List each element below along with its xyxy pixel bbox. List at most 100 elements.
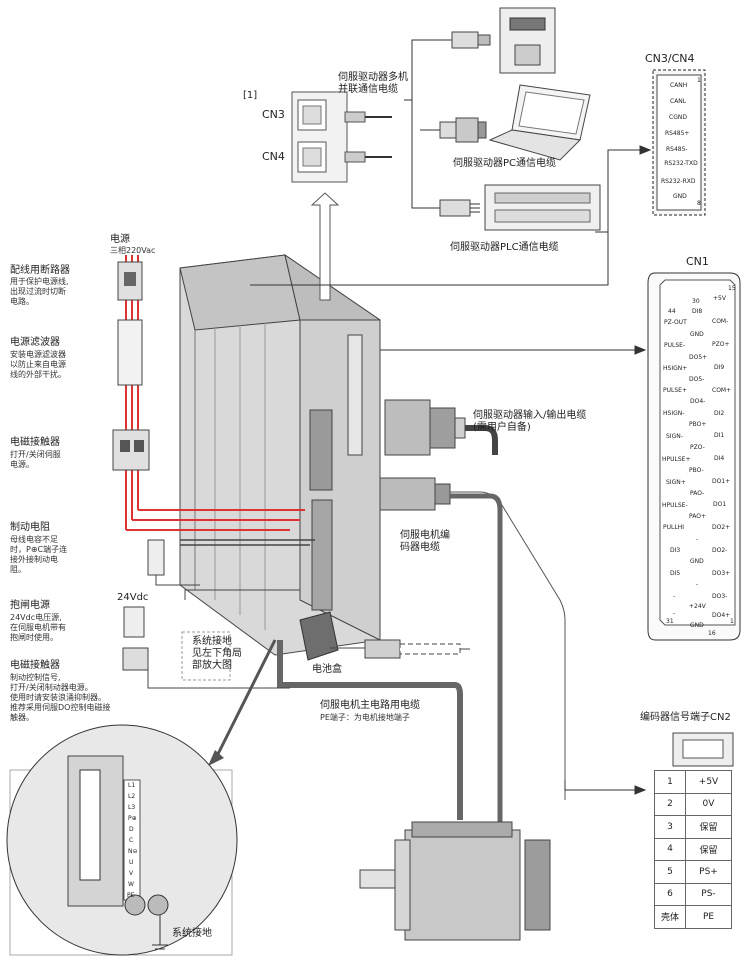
cn1-pin-mid: - [696,581,699,588]
plc-unit [484,184,601,231]
plc-plug [439,199,480,217]
cn1-pin-mid: PBO+ [689,421,707,428]
brake-power-source [122,589,300,689]
cn1-marker: 15 [728,285,736,292]
rj45-plug [451,31,491,49]
cn2-title: 编码器信号端子CN2 [640,712,731,723]
cn1-pin-left: PULLHI [663,524,684,531]
cn1-pin-left: PZ-OUT [664,319,687,326]
terminal-label: PE [127,892,135,899]
cn3-label: CN3 [262,108,285,121]
cn1-marker: 44 [668,308,676,315]
cn1-pin-left: HSIGN+ [663,365,688,372]
cn3-pin: CGND [669,114,687,121]
terminal-label: D [129,826,134,833]
cn1-pin-right: PZO+ [712,341,730,348]
cn1-title: CN1 [686,255,709,268]
cn1-pin-right: DO2- [712,547,728,554]
servo-motor [359,821,551,941]
encoder-connector [379,477,451,511]
brake-power-title: 抱闸电源 [10,600,50,611]
cn1-pin-mid: DO5- [689,376,705,383]
breaker-desc: 用于保护电源线, 出现过流时切断 电路。 [10,277,69,306]
battery-box-label: 电池盒 [312,664,342,675]
breaker-title: 配线用断路器 [10,265,70,276]
cn2-socket [672,732,734,767]
terminal-label: L3 [128,804,136,811]
db9-plug [439,117,487,143]
terminal-label: W [128,881,134,888]
filter-title: 电源滤波器 [10,337,60,348]
terminal-label: C [129,837,134,844]
cn1-pin-mid: PZO- [690,444,705,451]
cn1-pin-left: DI3 [670,547,681,554]
brake-res-desc: 母线电容不足 时，P⊕C端子连 接外接制动电 阻。 [10,535,68,574]
cn1-pin-right: DI4 [714,455,725,462]
cn4-label: CN4 [262,150,285,163]
battery-box [299,611,470,661]
cn1-pin-left: - [673,610,676,617]
cn1-pin-right: COM- [712,318,729,325]
power-sub: 三相220Vac [110,246,156,255]
cn1-marker: 16 [708,630,716,637]
cn1-pin-left: SIGN+ [666,479,686,486]
cn1-pin-left: DI5 [670,570,681,577]
cn1-pin-right: DO3- [712,593,728,600]
cn3-cn4-panel [652,69,706,216]
cn1-pin-right: DI1 [714,432,725,439]
system-ground-label: 系统接地 [172,928,212,939]
cn1-pin-right: +5V [713,295,726,302]
cn1-pin-left: PULSE+ [663,387,687,394]
power-title: 电源 [110,234,130,245]
zoom-detail [6,724,238,956]
cn1-pin-right: COM+ [712,387,732,394]
cn3-pin: CANH [670,82,688,89]
ground-arrow [181,631,277,766]
arrow-up [310,192,340,301]
laptop [488,84,591,161]
cn3-marker-8: 8 [697,200,701,207]
cn1-pin-left: HPULSE+ [662,456,691,463]
multi-cable-label: 伺服驱动器多机 并联通信电缆 [338,72,408,95]
v24-label: 24Vdc [117,592,149,603]
cn1-pin-right: DO1+ [712,478,731,485]
cn3-pin: GND [673,193,687,200]
encoder-cable-label: 伺服电机编 码器电缆 [400,530,450,553]
main-cable-desc: PE端子：为电机接地端子 [320,713,410,722]
cn1-pin-left: - [673,593,676,600]
brake-resistor [147,539,200,586]
contactor2-title: 电磁接触器 [10,660,60,671]
cn3-pin: RS485+ [665,130,690,137]
terminal-label: U [129,859,134,866]
cn1-pin-left: PULSE- [664,342,686,349]
io-cable-label: 伺服驱动器输入/输出电缆 (需用户自备) [473,410,587,433]
cn1-pin-mid: GND [690,331,704,338]
contactor-desc: 打开/关闭伺服 电源。 [10,450,61,469]
plc-cable-label: 伺服驱动器PLC通信电缆 [450,242,559,253]
terminal-label: L1 [128,782,136,789]
cn1-pin-right: DI9 [714,364,725,371]
servo-module-top [499,7,556,74]
terminal-label: L2 [128,793,136,800]
cn1-pin-right: DI2 [714,410,725,417]
cn1-marker: 30 [692,298,700,305]
cn1-pin-left: HPULSE- [662,502,688,509]
note-ref: [1] [243,90,258,101]
cn1-pin-mid: GND [690,558,704,565]
cn1-marker: 1 [730,618,734,625]
cn3-cn4-ports [291,91,392,183]
power-chain [112,255,315,546]
terminal-label: N⊖ [128,848,138,855]
io-connector [384,399,498,456]
cn1-pin-mid: +24V [689,603,706,610]
cn1-pin-mid: GND [690,622,704,629]
ground-note: 系统接地 见左下角局 部放大图 [192,636,242,671]
cn1-pin-mid: PBO- [689,467,704,474]
